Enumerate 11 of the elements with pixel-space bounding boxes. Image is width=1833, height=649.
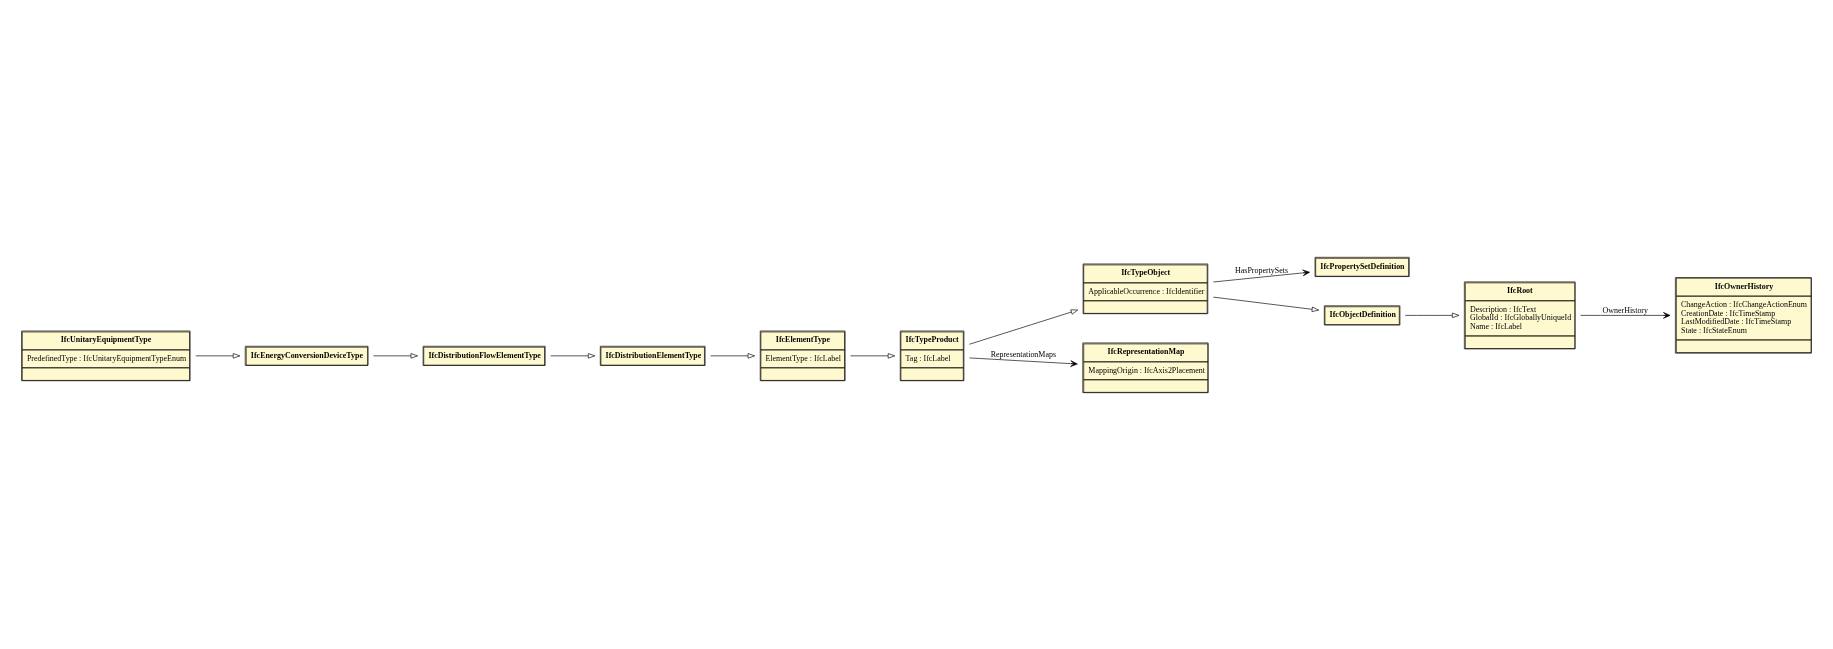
arrow [969, 309, 1079, 345]
arrow [373, 352, 418, 358]
arrow [1213, 269, 1310, 282]
arrow [1404, 312, 1460, 318]
arrow [195, 352, 241, 358]
arrow [969, 357, 1078, 367]
arrow [1213, 296, 1320, 312]
arrow [710, 352, 755, 358]
arrow [550, 352, 596, 358]
arrow [1580, 311, 1671, 319]
arrow [850, 352, 896, 358]
